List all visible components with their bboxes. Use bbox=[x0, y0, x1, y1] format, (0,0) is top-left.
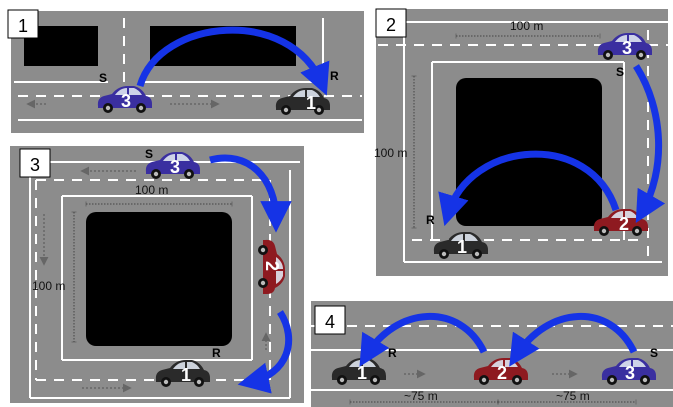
panel-number: 1 bbox=[18, 16, 28, 36]
car-number: 3 bbox=[170, 157, 180, 177]
panel-2: 100 m 100 m 2 3 2 1 S R bbox=[374, 8, 668, 276]
receiver-marker: R bbox=[330, 69, 339, 83]
car-number: 1 bbox=[181, 365, 191, 385]
panel-number: 3 bbox=[30, 155, 40, 175]
relay-arrow bbox=[438, 150, 620, 227]
distance-label-top: 100 m bbox=[135, 183, 168, 197]
relay-arrow bbox=[633, 64, 666, 223]
car-number: 1 bbox=[457, 237, 467, 257]
sender-marker: S bbox=[145, 147, 153, 161]
distance-label-side: 100 m bbox=[374, 146, 407, 160]
car-number: 2 bbox=[497, 363, 507, 383]
distance-label-left: ~75 m bbox=[404, 389, 438, 403]
car-number: 3 bbox=[625, 363, 635, 383]
car-number: 1 bbox=[306, 93, 316, 113]
sender-marker: S bbox=[99, 71, 107, 85]
car-number: 1 bbox=[357, 363, 367, 383]
car-number: 3 bbox=[121, 91, 131, 111]
relay-arrow bbox=[209, 154, 292, 233]
car-number: 3 bbox=[622, 38, 632, 58]
relay-arrow bbox=[237, 310, 293, 394]
distance-label-top: 100 m bbox=[510, 19, 543, 33]
panel-4: ~75 m ~75 m 4 1 2 3 R S bbox=[311, 301, 673, 407]
car-number: 2 bbox=[262, 261, 282, 271]
receiver-marker: R bbox=[388, 346, 397, 360]
distance-label-right: ~75 m bbox=[556, 389, 590, 403]
relay-arrow bbox=[136, 26, 330, 96]
distance-label-side: 100 m bbox=[32, 279, 65, 293]
sender-marker: S bbox=[650, 346, 658, 360]
car-number: 2 bbox=[619, 214, 629, 234]
panel-number: 4 bbox=[325, 312, 335, 332]
sender-marker: S bbox=[616, 65, 624, 79]
panel-number: 2 bbox=[386, 15, 396, 35]
relay-arrow bbox=[509, 313, 638, 367]
panel-1: 1 3 1 S R bbox=[7, 9, 364, 133]
panel-3: 100 m 100 m 3 3 2 1 S R bbox=[10, 146, 304, 403]
building-block bbox=[86, 212, 232, 346]
relay-arrow bbox=[359, 313, 488, 367]
receiver-marker: R bbox=[212, 346, 221, 360]
receiver-marker: R bbox=[426, 213, 435, 227]
